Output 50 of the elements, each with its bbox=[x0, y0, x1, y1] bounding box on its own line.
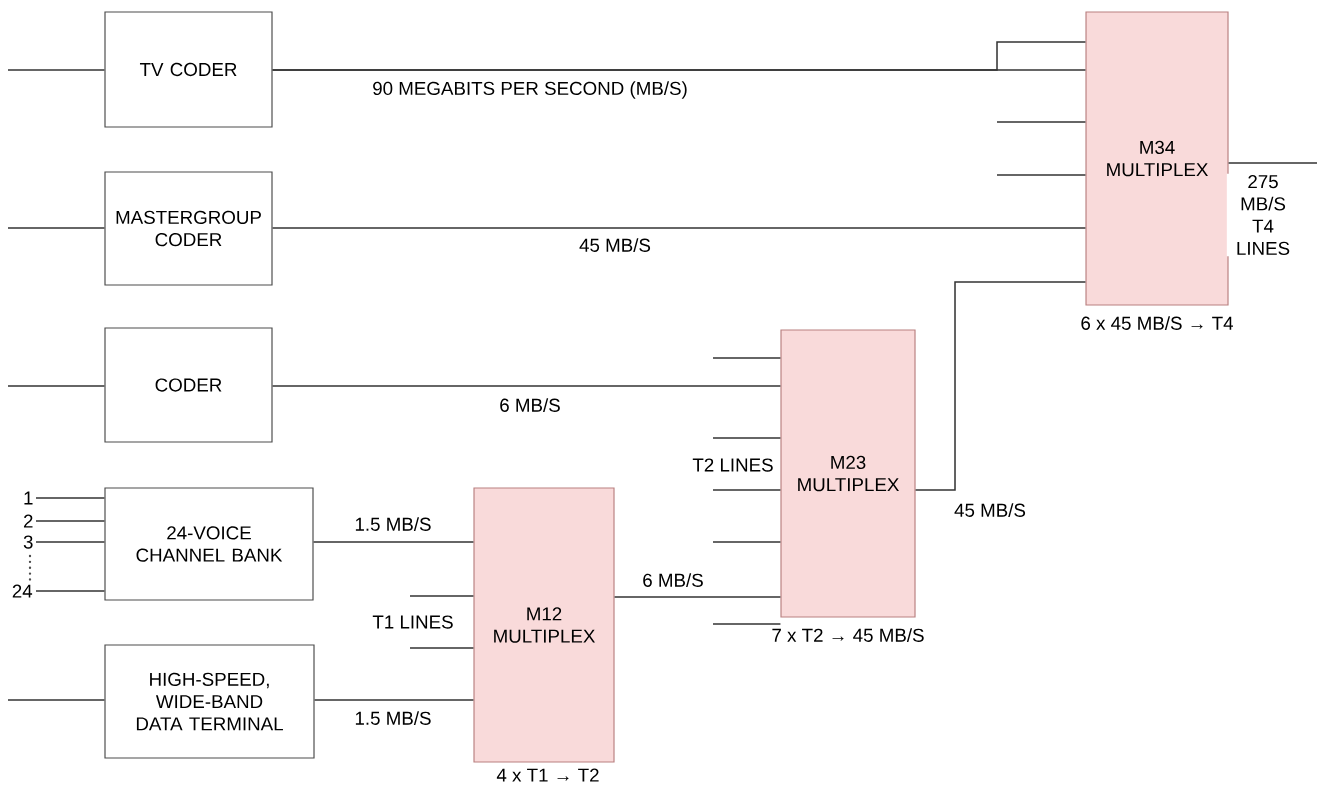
connector-line bbox=[613, 596, 782, 598]
channel-number: 2 bbox=[23, 514, 33, 528]
connector-line bbox=[271, 41, 1087, 71]
channel-number: 24 bbox=[12, 584, 33, 598]
coder-box: 24-VOICE CHANNEL BANK bbox=[104, 487, 314, 601]
connector-line bbox=[712, 357, 782, 359]
connector-line bbox=[7, 699, 106, 701]
edge-label: 275 MB/S T4 LINES bbox=[1226, 173, 1300, 257]
edge-label: 90 MEGABITS PER SECOND (MB/S) bbox=[371, 80, 689, 100]
multiplexer-box: M34 MULTIPLEX bbox=[1085, 11, 1229, 306]
connector-line bbox=[914, 281, 1087, 491]
connector-line bbox=[313, 699, 475, 701]
connector-line bbox=[7, 385, 106, 387]
connector-line bbox=[35, 541, 106, 543]
connector-line bbox=[712, 437, 782, 439]
connector-line bbox=[712, 623, 782, 625]
edge-label: 1.5 MB/S bbox=[353, 709, 433, 727]
connector-line bbox=[1227, 162, 1317, 164]
connector-line bbox=[409, 647, 475, 649]
multiplexer-box: M23 MULTIPLEX bbox=[780, 329, 916, 618]
coder-box: HIGH-SPEED, WIDE-BAND DATA TERMINAL bbox=[104, 644, 315, 759]
connector-line bbox=[271, 385, 782, 387]
connector-line bbox=[7, 69, 106, 71]
edge-label: 45 MB/S bbox=[577, 236, 653, 254]
connector-line bbox=[312, 541, 475, 543]
connector-line bbox=[712, 489, 782, 491]
connector-line bbox=[271, 227, 1087, 229]
lines-label: T2 LINES bbox=[692, 458, 773, 472]
channel-number: 1 bbox=[24, 491, 33, 505]
lines-label: T1 LINES bbox=[372, 615, 453, 629]
ratio-caption: 4 x T1 → T2 bbox=[496, 768, 599, 782]
multiplexer-box: M12 MULTIPLEX bbox=[473, 487, 615, 763]
connector-line bbox=[35, 520, 106, 522]
channel-number: 3 bbox=[23, 535, 33, 549]
edge-label: 1.5 MB/S bbox=[353, 515, 433, 533]
connector-line bbox=[712, 541, 782, 543]
coder-box: CODER bbox=[104, 327, 273, 443]
ratio-caption: 7 x T2 → 45 MB/S bbox=[772, 628, 924, 642]
edge-label: 6 MB/S bbox=[641, 571, 705, 589]
coder-box: TV CODER bbox=[104, 11, 273, 128]
connector-line bbox=[996, 174, 1087, 176]
connector-line bbox=[7, 227, 106, 229]
ratio-caption: 6 x 45 MB/S → T4 bbox=[1081, 316, 1233, 330]
connector-line bbox=[35, 590, 106, 592]
connector-line bbox=[409, 595, 475, 597]
coder-box: MASTERGROUP CODER bbox=[104, 171, 273, 286]
connector-line bbox=[35, 497, 106, 499]
edge-label: 45 MB/S bbox=[952, 501, 1028, 519]
connector-line bbox=[996, 121, 1087, 123]
edge-label: 6 MB/S bbox=[498, 396, 562, 414]
